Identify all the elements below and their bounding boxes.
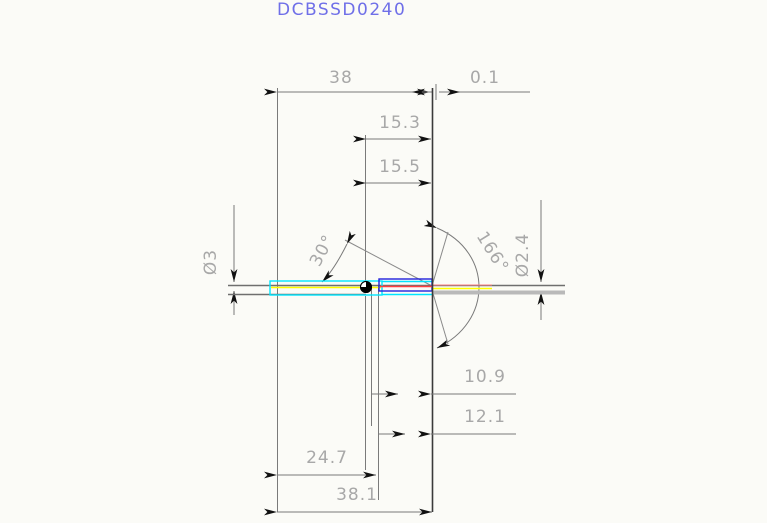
diameter-2-4-label: Ø2.4 bbox=[513, 233, 533, 277]
dimension-38-1: 38.1 bbox=[264, 485, 432, 516]
dimension-15-3: 15.3 bbox=[353, 113, 431, 143]
dimension-12-1: 12.1 bbox=[418, 407, 516, 438]
extension-lines bbox=[277, 88, 433, 512]
dimension-12-1-label: 12.1 bbox=[464, 407, 506, 427]
dimension-0-1: 0.1 bbox=[412, 68, 530, 100]
lower-inner-arrows bbox=[371, 390, 405, 438]
dimension-10-9-label: 10.9 bbox=[464, 367, 506, 387]
dimension-10-9: 10.9 bbox=[418, 367, 516, 398]
cladding-cyan-left bbox=[269, 280, 383, 296]
angle-30: 30° bbox=[306, 230, 433, 287]
dimension-15-5-label: 15.5 bbox=[379, 157, 421, 177]
dimension-diameter-2-4: Ø2.4 bbox=[513, 200, 545, 320]
angle-166-arc bbox=[423, 219, 480, 349]
angle-30-label: 30° bbox=[306, 231, 339, 270]
dimension-38-label: 38 bbox=[329, 68, 353, 88]
angle-166-leg-bottom bbox=[431, 289, 449, 345]
dimension-38: 38 bbox=[264, 68, 430, 96]
diameter-3-label: Ø3 bbox=[201, 249, 221, 275]
center-node-marker bbox=[360, 281, 372, 293]
drawing-title: DCBSSD0240 bbox=[277, 0, 406, 20]
dimension-15-5: 15.5 bbox=[353, 157, 431, 187]
dimension-38-1-label: 38.1 bbox=[336, 485, 378, 505]
dimension-diameter-3: Ø3 bbox=[201, 205, 238, 315]
dimension-24-7: 24.7 bbox=[264, 448, 376, 479]
dimension-0-1-label: 0.1 bbox=[470, 68, 500, 88]
angle-166-leg-top bbox=[431, 231, 449, 287]
angle-166-label: 166° bbox=[472, 228, 513, 277]
angle-30-arc bbox=[321, 230, 356, 283]
dimension-15-3-label: 15.3 bbox=[379, 113, 421, 133]
dimension-24-7-label: 24.7 bbox=[306, 448, 348, 468]
